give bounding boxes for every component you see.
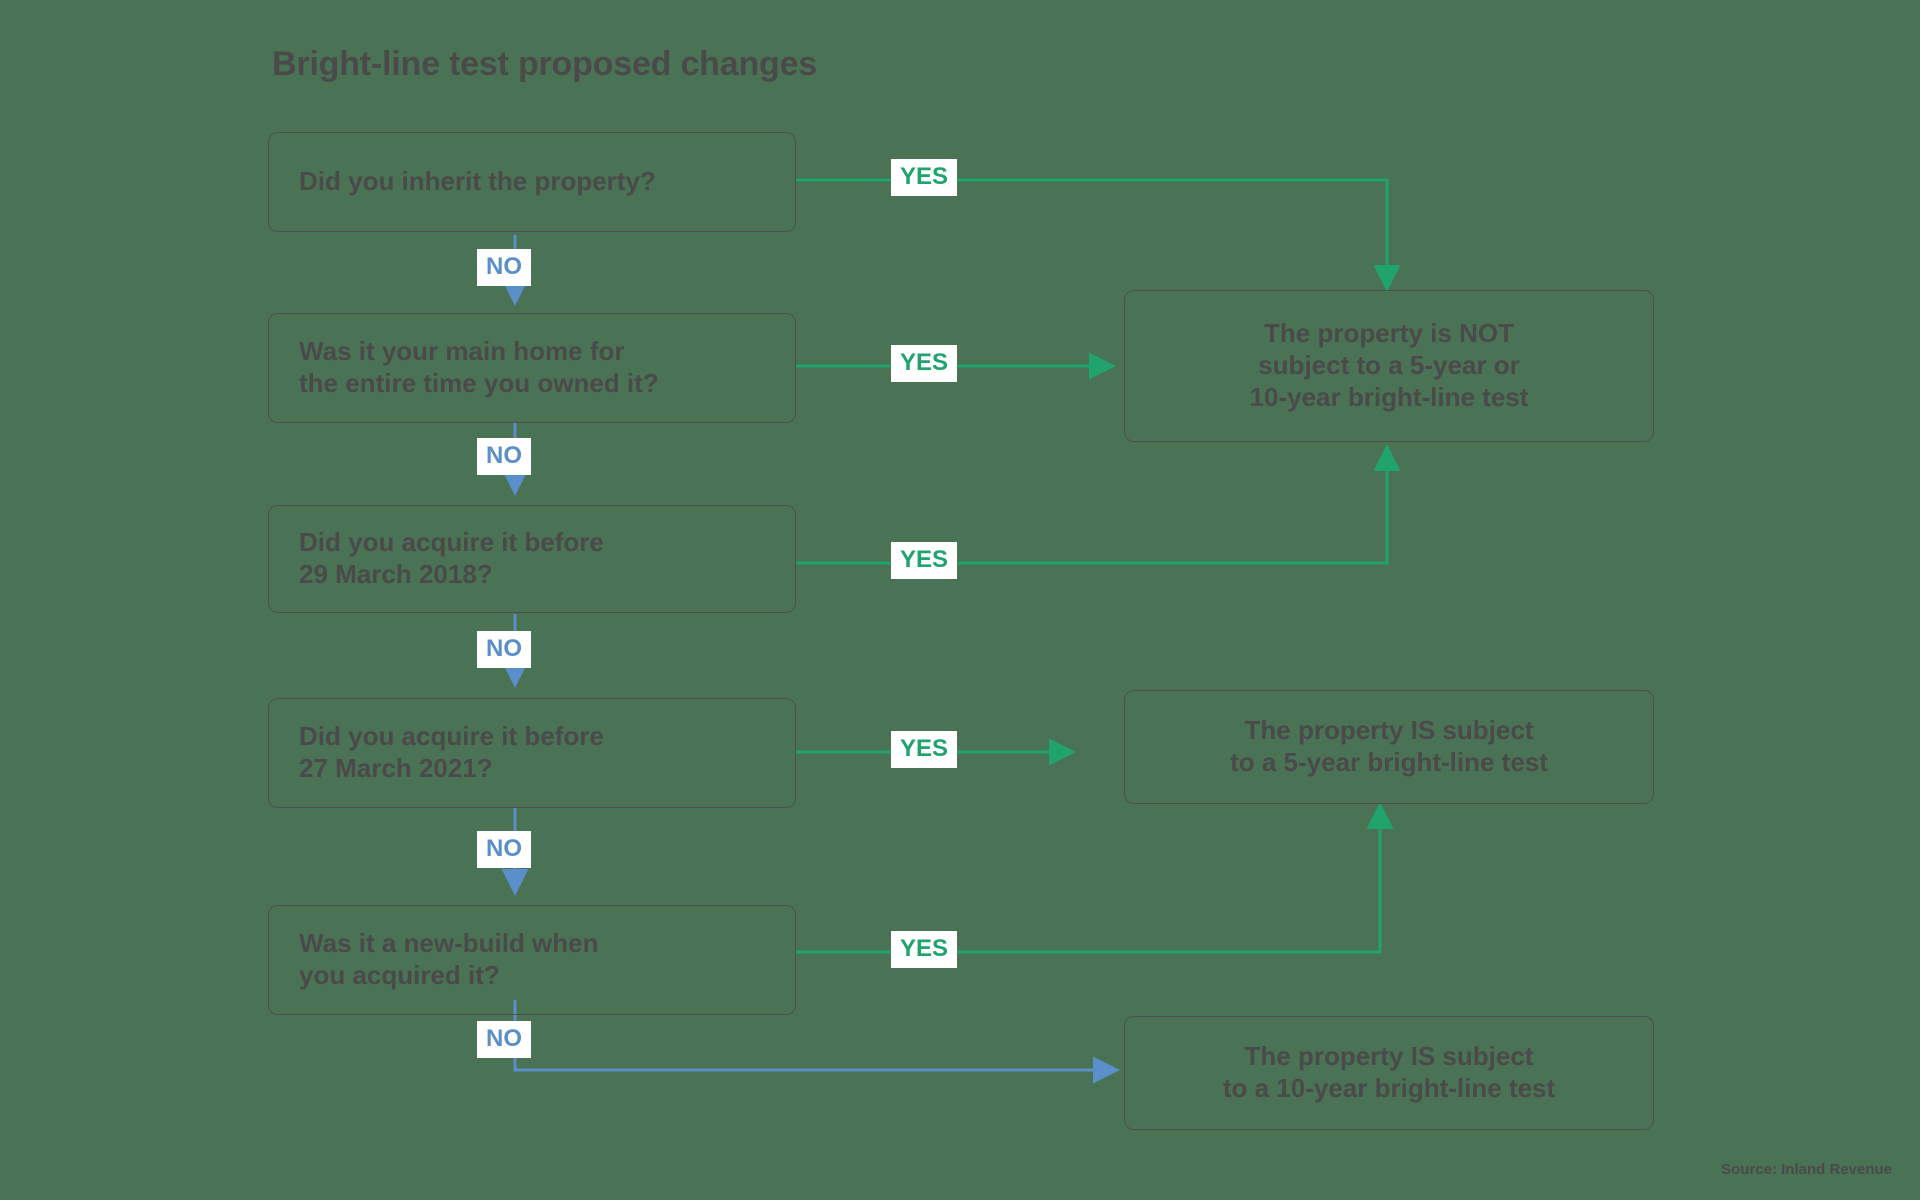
edge-label-no-q3: NO bbox=[477, 631, 531, 668]
node-q1-did-you-inherit[interactable]: Did you inherit the property? bbox=[268, 132, 796, 232]
edge-q5-yes bbox=[796, 802, 1394, 954]
edge-label-yes-q4: YES bbox=[891, 731, 958, 768]
node-q2-label: Was it your main home for the entire tim… bbox=[299, 336, 659, 398]
node-q5-label: Was it a new-build when you acquired it? bbox=[299, 928, 599, 990]
node-q1-label: Did you inherit the property? bbox=[299, 166, 656, 197]
edge-q3-yes bbox=[796, 444, 1401, 565]
edge-label-yes-q5: YES bbox=[891, 931, 958, 968]
node-r3-label: The property IS subject to a 10-year bri… bbox=[1222, 1041, 1556, 1103]
node-r3-ten-year[interactable]: The property IS subject to a 10-year bri… bbox=[1124, 1016, 1654, 1130]
node-q3-label: Did you acquire it before 29 March 2018? bbox=[299, 527, 604, 589]
edge-label-yes-q3: YES bbox=[891, 542, 958, 579]
node-q4-label: Did you acquire it before 27 March 2021? bbox=[299, 721, 604, 783]
node-r2-label: The property IS subject to a 5-year brig… bbox=[1230, 715, 1548, 777]
edge-label-yes-q2: YES bbox=[891, 345, 958, 382]
edge-q1-yes bbox=[796, 178, 1401, 292]
edge-label-no-q2: NO bbox=[477, 438, 531, 475]
node-q2-main-home[interactable]: Was it your main home for the entire tim… bbox=[268, 313, 796, 423]
page-title: Bright-line test proposed changes bbox=[272, 45, 818, 83]
edge-label-no-q1: NO bbox=[477, 249, 531, 286]
edge-label-no-q5: NO bbox=[477, 1021, 531, 1058]
node-r2-five-year[interactable]: The property IS subject to a 5-year brig… bbox=[1124, 690, 1654, 804]
edge-label-no-q4: NO bbox=[477, 831, 531, 868]
node-r1-not-subject[interactable]: The property is NOT subject to a 5-year … bbox=[1124, 290, 1654, 442]
node-q4-before-27-march-2021[interactable]: Did you acquire it before 27 March 2021? bbox=[268, 698, 796, 808]
node-q5-new-build[interactable]: Was it a new-build when you acquired it? bbox=[268, 905, 796, 1015]
source-attribution: Source: Inland Revenue bbox=[1721, 1161, 1892, 1178]
node-r1-label: The property is NOT subject to a 5-year … bbox=[1249, 318, 1529, 412]
edge-label-yes-q1: YES bbox=[891, 159, 958, 196]
node-q3-before-29-march-2018[interactable]: Did you acquire it before 29 March 2018? bbox=[268, 505, 796, 613]
